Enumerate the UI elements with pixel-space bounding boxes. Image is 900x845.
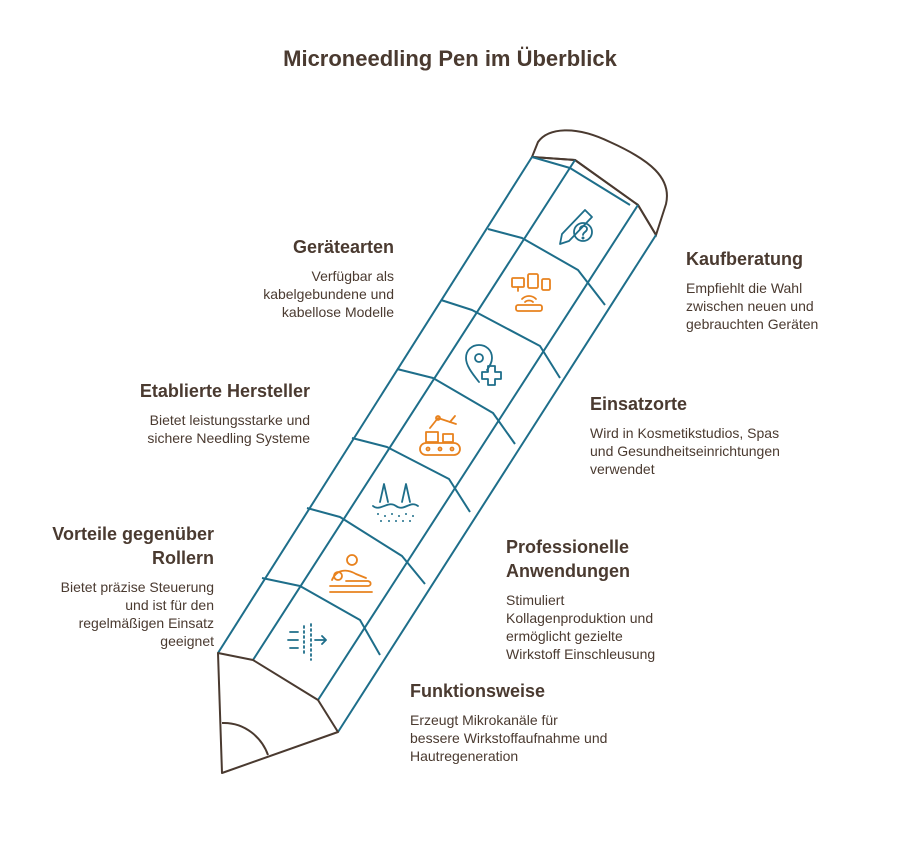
label-text: Stimuliert Kollagenproduktion und ermögl… (506, 592, 656, 662)
pencil-eraser (530, 129, 668, 238)
label-heading: Gerätearten (292, 237, 394, 257)
location-plus-icon (465, 344, 502, 386)
devices-icon (511, 273, 551, 312)
label-heading: Einsatzorte (590, 394, 688, 414)
massage-icon (329, 554, 373, 593)
label-text: Wird in Kosmetikstudios, Spas und Gesund… (590, 425, 780, 477)
label-einsatzorte: Einsatzorte Wird in Kosmetikstudios, Spa… (590, 392, 780, 478)
page-title: Microneedling Pen im Überblick (283, 46, 617, 71)
pencil-tip-lead (221, 721, 269, 756)
pencil-tip (217, 652, 339, 774)
label-funktionsweise: Funktionsweise Erzeugt Mikrokanäle für b… (410, 679, 610, 765)
pen-question-icon (559, 209, 593, 245)
label-text: Verfügbar als kabelgebundene und kabello… (263, 268, 394, 320)
label-text: Bietet präzise Steuerung und ist für den… (60, 579, 214, 649)
label-text: Bietet leistungsstarke und sichere Needl… (147, 412, 310, 446)
label-heading: Funktionsweise (410, 681, 546, 701)
label-heading: Vorteile gegenüber Rollern (52, 524, 214, 568)
label-heading: Etablierte Hersteller (139, 381, 310, 401)
manufacturing-icon (419, 415, 461, 456)
label-professionelle: Professionelle Anwendungen Stimuliert Ko… (506, 535, 676, 663)
skin-needles-icon (372, 483, 419, 522)
label-heading: Kaufberatung (686, 249, 803, 269)
label-hersteller: Etablierte Hersteller Bietet leistungsst… (110, 379, 310, 447)
label-text: Erzeugt Mikrokanäle für bessere Wirkstof… (410, 712, 608, 764)
penetration-icon (287, 623, 327, 661)
label-vorteile: Vorteile gegenüber Rollern Bietet präzis… (20, 522, 214, 650)
label-kaufberatung: Kaufberatung Empfiehlt die Wahl zwischen… (686, 247, 846, 333)
label-geraetearten: Gerätearten Verfügbar als kabelgebundene… (196, 235, 394, 321)
label-text: Empfiehlt die Wahl zwischen neuen und ge… (686, 280, 819, 332)
label-heading: Professionelle Anwendungen (506, 537, 630, 581)
